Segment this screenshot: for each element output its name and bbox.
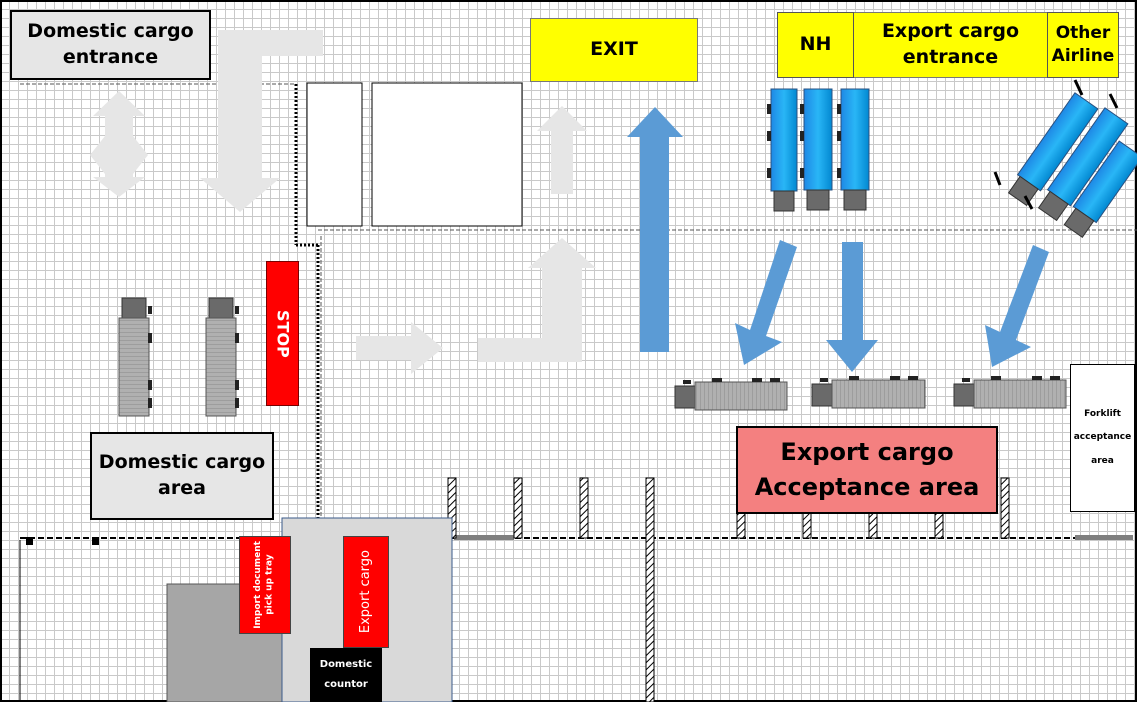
truck-icon [674,376,1067,411]
nh-label: NH [777,12,854,78]
flow-arrow-icon [627,107,1049,372]
export-acceptance-label: Export cargo Acceptance area [736,426,998,514]
export-cargo-text: Export cargo [358,550,374,634]
truck-icon [1007,92,1099,207]
building [306,82,363,227]
export-cargo-counter-label: Export cargo [343,536,389,648]
import-tray-label: Import document pick up tray [239,536,291,634]
stop-text: STOP [273,309,293,358]
domestic-entrance-label: Domestic cargo entrance [10,10,211,80]
building [371,82,523,227]
truck-icon [118,297,239,417]
exit-label: EXIT [530,18,698,82]
domestic-counter-label: Domestic countor [310,648,382,702]
forklift-area-label: Forklift acceptance area [1070,364,1135,512]
other-airline-label: Other Airline [1047,12,1119,78]
stop-sign: STOP [266,261,299,406]
import-tray-text: Import document pick up tray [253,541,275,629]
flow-arrow-icon [90,30,596,374]
truck-icon [767,88,870,212]
domestic-area-label: Domestic cargo area [90,432,274,520]
truck-icon [1063,140,1137,238]
truck-icon [1037,107,1129,222]
export-entrance-label: Export cargo entrance [881,20,1020,68]
